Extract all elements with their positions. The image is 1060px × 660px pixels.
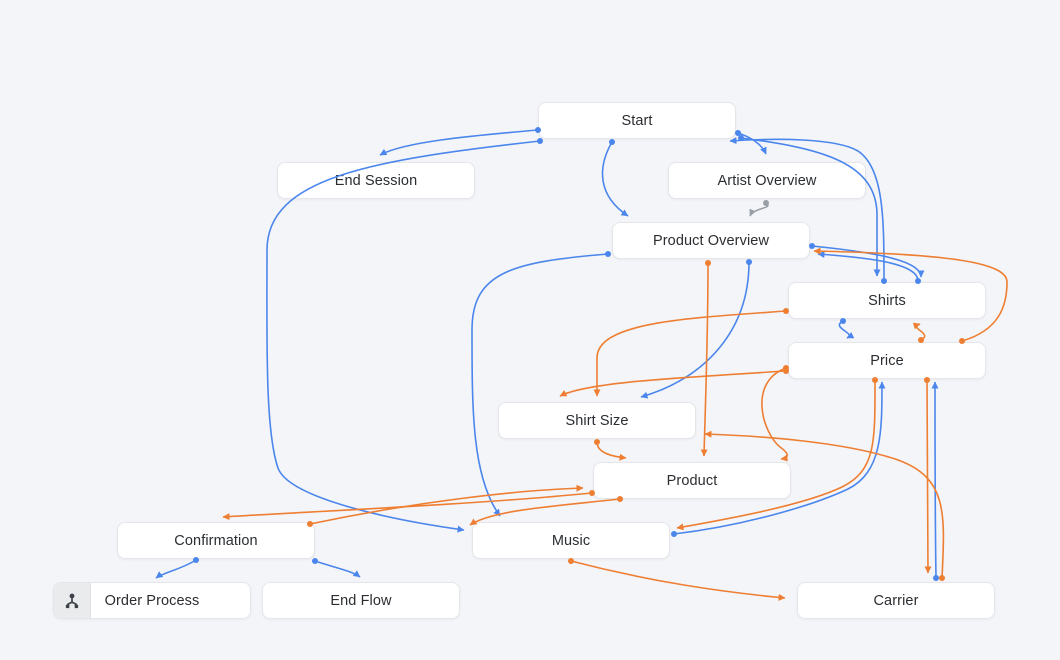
flow-branch-icon bbox=[54, 583, 91, 618]
node-label: Shirt Size bbox=[565, 412, 629, 429]
node-music[interactable]: Music bbox=[472, 522, 670, 559]
edge-price-to-shirt-size[interactable] bbox=[559, 370, 787, 397]
node-product-overview[interactable]: Product Overview bbox=[612, 222, 810, 259]
edge-start-to-end-session[interactable] bbox=[379, 129, 539, 156]
edge-confirmation-to-product[interactable] bbox=[309, 484, 584, 525]
edge-music-to-carrier[interactable] bbox=[570, 560, 786, 601]
node-carrier[interactable]: Carrier bbox=[797, 582, 995, 619]
node-label: Artist Overview bbox=[717, 172, 817, 189]
edge-product-overview-to-shirts[interactable] bbox=[811, 245, 925, 278]
edge-shirts-to-product-overview[interactable] bbox=[817, 250, 919, 282]
edge-product-overview-to-product[interactable] bbox=[700, 262, 709, 457]
edge-shirts-to-price[interactable] bbox=[838, 320, 855, 339]
edge-confirmation-to-order-process[interactable] bbox=[155, 559, 197, 579]
edge-shirt-size-to-product[interactable] bbox=[596, 441, 627, 461]
node-confirmation[interactable]: Confirmation bbox=[117, 522, 315, 559]
node-end-flow[interactable]: End Flow bbox=[262, 582, 460, 619]
edge-start-to-music[interactable] bbox=[266, 140, 541, 533]
node-label: End Flow bbox=[330, 592, 392, 609]
edge-carrier-to-price[interactable] bbox=[931, 381, 939, 579]
node-start[interactable]: Start bbox=[538, 102, 736, 139]
edge-artist-overview-to-product-overview[interactable] bbox=[749, 202, 769, 217]
edge-confirmation-to-end-flow[interactable] bbox=[314, 560, 361, 578]
edge-music-to-price[interactable] bbox=[673, 381, 886, 535]
node-price[interactable]: Price bbox=[788, 342, 986, 379]
edge-product-overview-to-music[interactable] bbox=[471, 253, 609, 517]
node-end-session[interactable]: End Session bbox=[277, 162, 475, 199]
edge-price-to-product[interactable] bbox=[761, 367, 789, 462]
node-shirt-size[interactable]: Shirt Size bbox=[498, 402, 696, 439]
node-product[interactable]: Product bbox=[593, 462, 791, 499]
edge-shirts-to-start[interactable] bbox=[729, 137, 885, 282]
node-label: End Session bbox=[334, 172, 418, 189]
edge-carrier-to-shirt-size[interactable] bbox=[704, 430, 945, 579]
node-label: Confirmation bbox=[174, 532, 258, 549]
edge-product-to-confirmation[interactable] bbox=[222, 492, 593, 521]
node-artist-overview[interactable]: Artist Overview bbox=[668, 162, 866, 199]
node-label: Music bbox=[551, 532, 591, 549]
node-label: Shirts bbox=[868, 292, 906, 309]
node-label: Carrier bbox=[873, 592, 919, 609]
node-label: Product Overview bbox=[652, 232, 770, 249]
node-label: Order Process bbox=[104, 592, 200, 609]
edge-price-to-carrier[interactable] bbox=[924, 379, 932, 574]
edge-price-to-shirts[interactable] bbox=[912, 322, 926, 341]
node-order-process[interactable]: Order Process bbox=[53, 582, 251, 619]
edge-start-to-artist-overview[interactable] bbox=[737, 132, 767, 155]
edge-start-to-product-overview[interactable] bbox=[601, 141, 629, 217]
edge-price-to-product-overview[interactable] bbox=[813, 247, 1008, 342]
node-label: Price bbox=[870, 352, 904, 369]
edge-product-overview-to-shirt-size[interactable] bbox=[640, 261, 750, 399]
node-label: Product bbox=[666, 472, 718, 489]
edge-price-to-music[interactable] bbox=[676, 379, 876, 531]
node-shirts[interactable]: Shirts bbox=[788, 282, 986, 319]
node-label: Start bbox=[621, 112, 653, 129]
edge-product-to-music[interactable] bbox=[469, 498, 621, 526]
edge-shirts-to-shirt-size[interactable] bbox=[593, 310, 787, 397]
